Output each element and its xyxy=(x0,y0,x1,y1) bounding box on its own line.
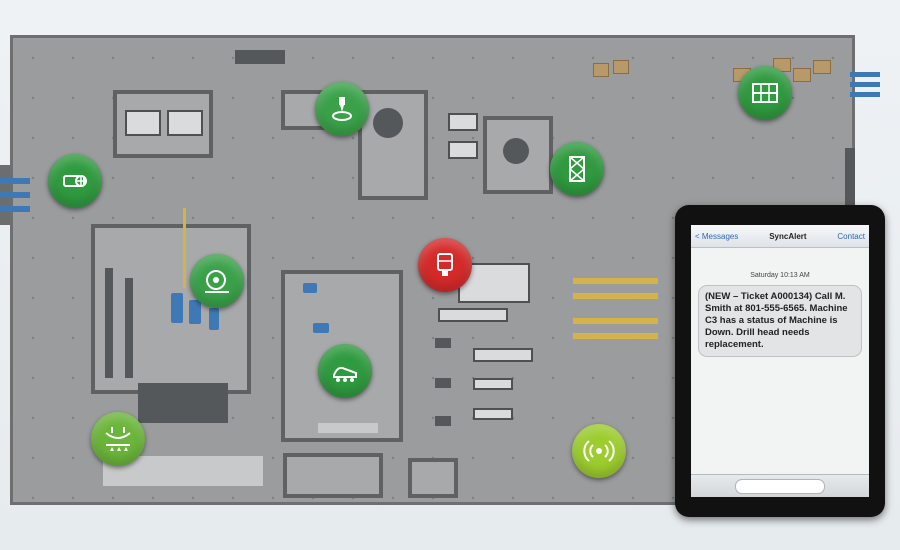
machine-blue xyxy=(313,323,329,333)
message-timestamp: Saturday 10:13 AM xyxy=(750,272,810,279)
machine xyxy=(125,110,161,136)
message-input-bar xyxy=(691,474,869,497)
marker-press[interactable] xyxy=(91,412,145,466)
rack xyxy=(125,278,133,378)
marker-turning[interactable] xyxy=(48,154,102,208)
marker-conveyor[interactable] xyxy=(318,344,372,398)
message-input[interactable] xyxy=(735,479,825,494)
pallet-rack-icon xyxy=(752,83,778,103)
crate xyxy=(593,63,609,77)
equipment xyxy=(503,138,529,164)
storage-racks xyxy=(138,383,228,423)
back-to-messages-button[interactable]: < Messages xyxy=(695,231,739,241)
conversation-title: SyncAlert xyxy=(769,231,807,241)
alert-message-bubble: (NEW – Ticket A000134) Call M. Smith at … xyxy=(698,285,862,357)
room-bottom-small xyxy=(408,458,458,498)
lathe-icon xyxy=(63,175,87,187)
equipment xyxy=(435,378,451,388)
equipment xyxy=(373,108,403,138)
machine-blue xyxy=(171,293,183,323)
crate xyxy=(813,60,831,74)
equipment xyxy=(435,416,451,426)
machine-blue xyxy=(209,308,219,330)
crate xyxy=(793,68,811,82)
workbench xyxy=(318,423,378,433)
conveyor-line xyxy=(573,293,658,299)
floor-marking xyxy=(183,208,186,288)
press-icon xyxy=(105,427,131,451)
room-bottom xyxy=(283,453,383,498)
tablet-device: < Messages SyncAlert Contact Saturday 10… xyxy=(675,205,885,517)
machine xyxy=(473,408,513,420)
message-navbar: < Messages SyncAlert Contact xyxy=(691,225,869,248)
machine-blue xyxy=(303,283,317,293)
grinding-wheel-icon xyxy=(205,270,229,293)
machine xyxy=(167,110,203,136)
contact-button[interactable]: Contact xyxy=(837,231,865,241)
marker-grinding[interactable] xyxy=(190,254,244,308)
exterior-equipment xyxy=(845,148,855,208)
conveyor-line xyxy=(573,333,658,339)
vise-icon xyxy=(437,253,453,276)
marker-sensor[interactable] xyxy=(572,424,626,478)
machine xyxy=(473,378,513,390)
marker-storage[interactable] xyxy=(738,66,792,120)
conveyor xyxy=(473,348,533,362)
machine xyxy=(448,113,478,131)
equipment xyxy=(235,50,285,64)
rack xyxy=(105,268,113,378)
conveyor xyxy=(438,308,508,322)
conveyor-line xyxy=(573,278,658,284)
marker-machine-c3-alert[interactable] xyxy=(418,238,472,292)
marker-tower[interactable] xyxy=(550,142,604,196)
drill-icon xyxy=(332,97,352,121)
tablet-screen: < Messages SyncAlert Contact Saturday 10… xyxy=(691,225,869,497)
machine-blue xyxy=(189,300,201,324)
equipment xyxy=(435,338,451,348)
crate xyxy=(613,60,629,74)
machine xyxy=(448,141,478,159)
conveyor-line xyxy=(573,318,658,324)
conveyor-icon xyxy=(333,366,357,382)
marker-drilling[interactable] xyxy=(315,82,369,136)
tower-crane-icon xyxy=(569,156,585,182)
wireless-sensor-icon xyxy=(583,440,615,462)
